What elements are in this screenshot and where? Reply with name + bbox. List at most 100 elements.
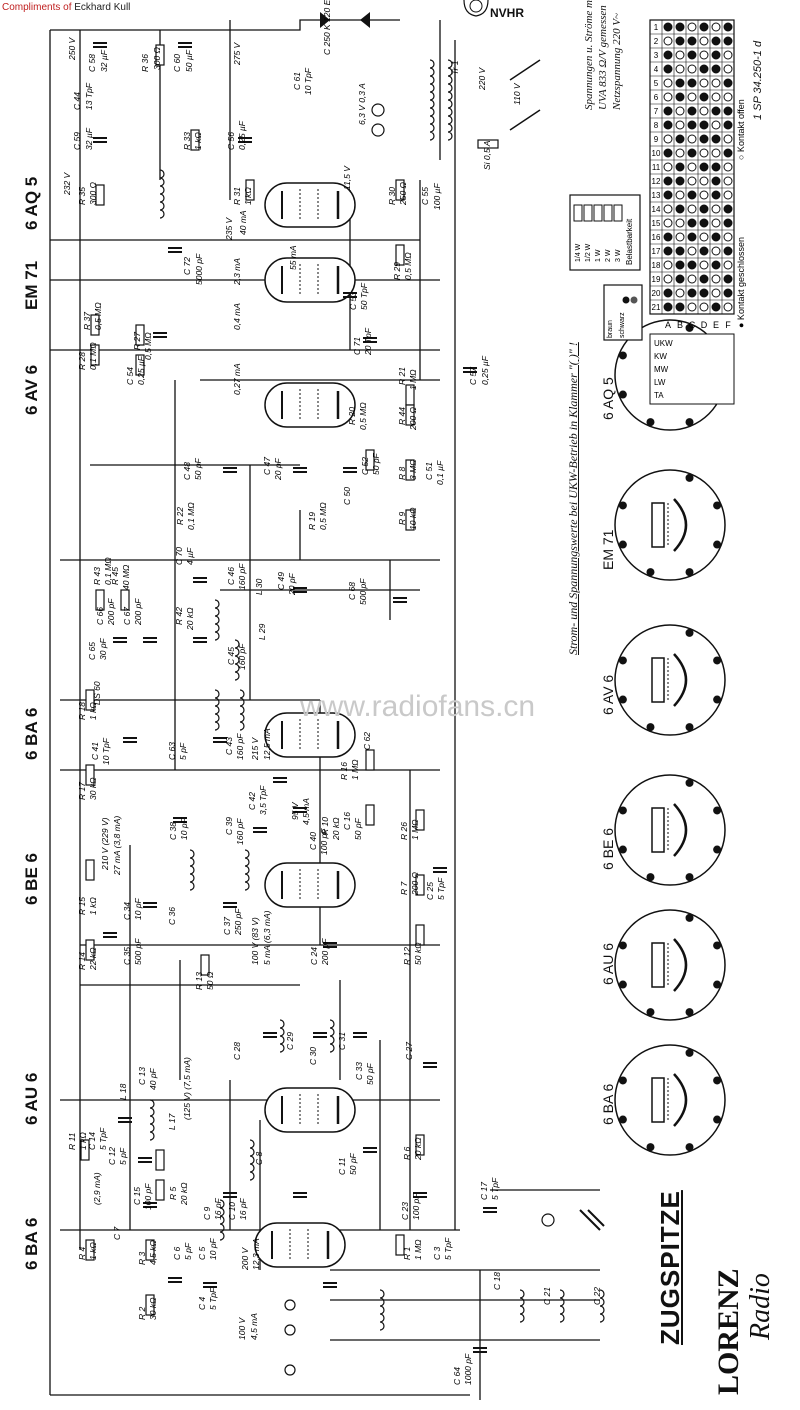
socket-outline — [614, 624, 726, 736]
component-label-r5: R 5 — [168, 1187, 178, 1201]
switch-contact — [711, 78, 721, 88]
switch-contact — [687, 92, 697, 102]
component-label-r3: R 3 — [137, 1252, 147, 1266]
component-label-c52: C 52 — [360, 457, 370, 475]
socket-label-6ba6: 6 BA 6 — [600, 1083, 616, 1125]
component-label-c38: C 58 — [87, 54, 97, 72]
watermark: www.radiofans.cn — [300, 690, 536, 723]
switch-contact — [699, 288, 709, 298]
table-col-number: 16 — [652, 233, 661, 242]
component-label-c64: C 64 — [452, 1367, 462, 1385]
resistor — [200, 954, 210, 976]
component-label-r1: R 1 — [402, 1247, 412, 1261]
socket-pin — [646, 873, 655, 882]
socket-pin — [685, 473, 694, 482]
component-label-r16: R 16 — [339, 762, 349, 780]
component-label-r17v: 30 kΩ — [88, 777, 98, 800]
switch-contact — [663, 78, 673, 88]
component-label-c43v: 160 pF — [235, 733, 245, 760]
credit-prefix: Compliments of — [2, 2, 72, 13]
component-label-c7: C 7 — [112, 1227, 122, 1241]
switch-contact — [711, 288, 721, 298]
switch-contact — [663, 190, 673, 200]
switch-contact — [687, 36, 697, 46]
table-col-number: 15 — [652, 219, 661, 228]
switch-contact — [687, 288, 697, 298]
component-label-c34v: 10 pF — [133, 897, 143, 920]
socket-em71 — [614, 469, 726, 581]
switch-contact — [723, 288, 733, 298]
switch-contact — [675, 36, 685, 46]
component-label-c17v: 5 TpF — [490, 1177, 500, 1200]
component-label-c6v: 5 pF — [183, 1242, 193, 1260]
component-label-r42v: 20 kΩ — [185, 607, 195, 631]
socket-6ba6 — [614, 1044, 726, 1156]
tube-envelope — [264, 862, 356, 908]
component-label-v220: 220 V — [477, 66, 487, 91]
socket-pin — [618, 845, 627, 854]
component-label-c52v: 50 pF — [371, 452, 381, 475]
component-label-v115: 11,5 V — [342, 165, 352, 190]
component-label-c48v: 50 pF — [193, 457, 203, 480]
socket-pin — [618, 390, 627, 399]
color-key-dot — [622, 296, 630, 304]
resistor — [155, 1149, 165, 1171]
switch-contact — [723, 260, 733, 270]
component-label-c56: C 56 — [226, 132, 236, 150]
resistor-symbol — [613, 204, 623, 222]
component-label-ma04: 0,4 mA — [232, 303, 242, 330]
component-label-c65: C 65 — [87, 642, 97, 660]
component-label-r37: R 37 — [82, 312, 92, 330]
switch-contact — [699, 260, 709, 270]
switch-contact — [675, 106, 685, 116]
component-label-r42: R 42 — [174, 607, 184, 625]
component-label-c39: C 39 — [224, 817, 234, 835]
socket-pin — [618, 656, 627, 665]
switch-contact — [711, 36, 721, 46]
component-label-r4: R 4 — [77, 1247, 87, 1261]
component-label-l30: L 30 — [254, 578, 264, 595]
switch-contact — [663, 36, 673, 46]
switch-contact — [723, 50, 733, 60]
ukw-note: Strom- und Spannungswerte bei UKW-Betrie… — [566, 342, 580, 655]
switch-contact — [711, 232, 721, 242]
socket-pin — [646, 568, 655, 577]
mains-switch — [509, 109, 541, 131]
component-label-c35: C 35 — [122, 947, 132, 965]
component-label-r28: R 28 — [77, 352, 87, 370]
ground-symbol — [579, 1209, 601, 1231]
component-label-ma23: 2,3 mA — [232, 258, 242, 286]
switch-contact — [675, 176, 685, 186]
component-label-r15v: 1 kΩ — [88, 897, 98, 915]
component-label-c28: C 28 — [232, 1042, 242, 1060]
component-label-r13v: 50 Ω — [205, 971, 215, 990]
load-table-row: 2 W — [605, 249, 612, 262]
rf-coil — [279, 1019, 285, 1053]
tube-label-em71: EM 71 — [22, 260, 41, 310]
resistor-symbol — [593, 204, 603, 222]
switch-contact — [687, 302, 697, 312]
switch-contact — [711, 148, 721, 158]
component-label-c34: C 34 — [122, 902, 132, 920]
socket-pin — [618, 1076, 627, 1085]
component-label-v275: 275 V — [232, 41, 242, 66]
switch-contact — [723, 134, 733, 144]
component-label-ma55: 55 mA — [288, 245, 298, 270]
table-row-letter: F — [725, 320, 731, 330]
socket-pin — [713, 845, 722, 854]
switch-contact — [699, 134, 709, 144]
switch-contact — [699, 204, 709, 214]
socket-pin — [685, 1143, 694, 1152]
component-label-r6v: 20 kΩ — [413, 1137, 423, 1161]
component-label-r44v: 200 Ω — [408, 406, 418, 431]
switch-contact — [663, 232, 673, 242]
component-label-c68v: 500 pF — [358, 578, 368, 605]
power-transformer-secondary — [447, 59, 453, 141]
tube-6av6 — [264, 382, 356, 428]
switch-contact — [711, 190, 721, 200]
component-label-c66: C 66 — [95, 607, 105, 625]
b-plus-rail — [50, 19, 400, 31]
switch-contact — [711, 106, 721, 116]
component-label-c10: C 10 — [227, 1202, 237, 1220]
